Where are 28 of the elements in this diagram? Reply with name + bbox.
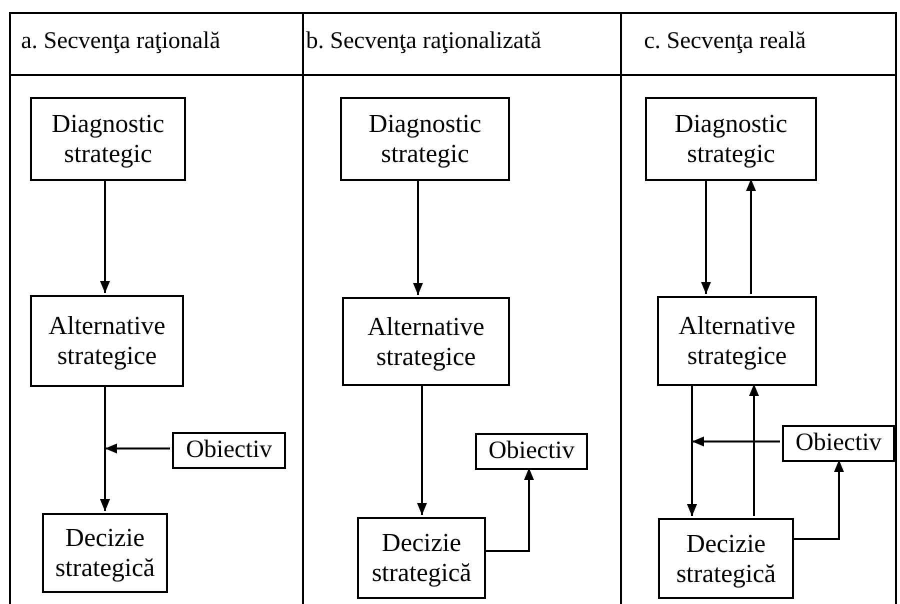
- arrow: [100, 444, 171, 512]
- table-column: [620, 12, 897, 604]
- process-box: Obiectiv: [475, 433, 588, 470]
- table-column: [302, 12, 620, 604]
- arrow: [792, 460, 844, 540]
- process-box: Diagnostic strategic: [340, 97, 510, 181]
- arrow: [100, 179, 110, 293]
- process-box: Decizie strategică: [357, 517, 486, 599]
- arrow: [701, 179, 711, 294]
- process-box: Decizie strategică: [42, 513, 168, 593]
- column-heading: b. Secvenţa raţionalizată: [306, 28, 542, 55]
- arrow: [484, 468, 534, 552]
- process-box: Alternative strategice: [657, 296, 817, 386]
- process-box: Alternative strategice: [342, 297, 510, 386]
- arrow: [746, 179, 756, 294]
- table-column: [9, 12, 302, 604]
- process-box: Decizie strategică: [658, 518, 794, 599]
- column-heading: c. Secvenţa reală: [644, 28, 806, 55]
- arrow: [749, 384, 759, 516]
- process-box: Diagnostic strategic: [645, 97, 817, 181]
- arrow: [413, 179, 423, 295]
- process-box: Obiectiv: [172, 432, 286, 469]
- process-box: Obiectiv: [782, 425, 895, 462]
- process-box: Alternative strategice: [30, 295, 184, 387]
- process-box: Diagnostic strategic: [30, 97, 186, 181]
- column-heading: a. Secvenţa raţională: [21, 28, 220, 55]
- arrow: [687, 436, 781, 517]
- arrow: [417, 384, 427, 515]
